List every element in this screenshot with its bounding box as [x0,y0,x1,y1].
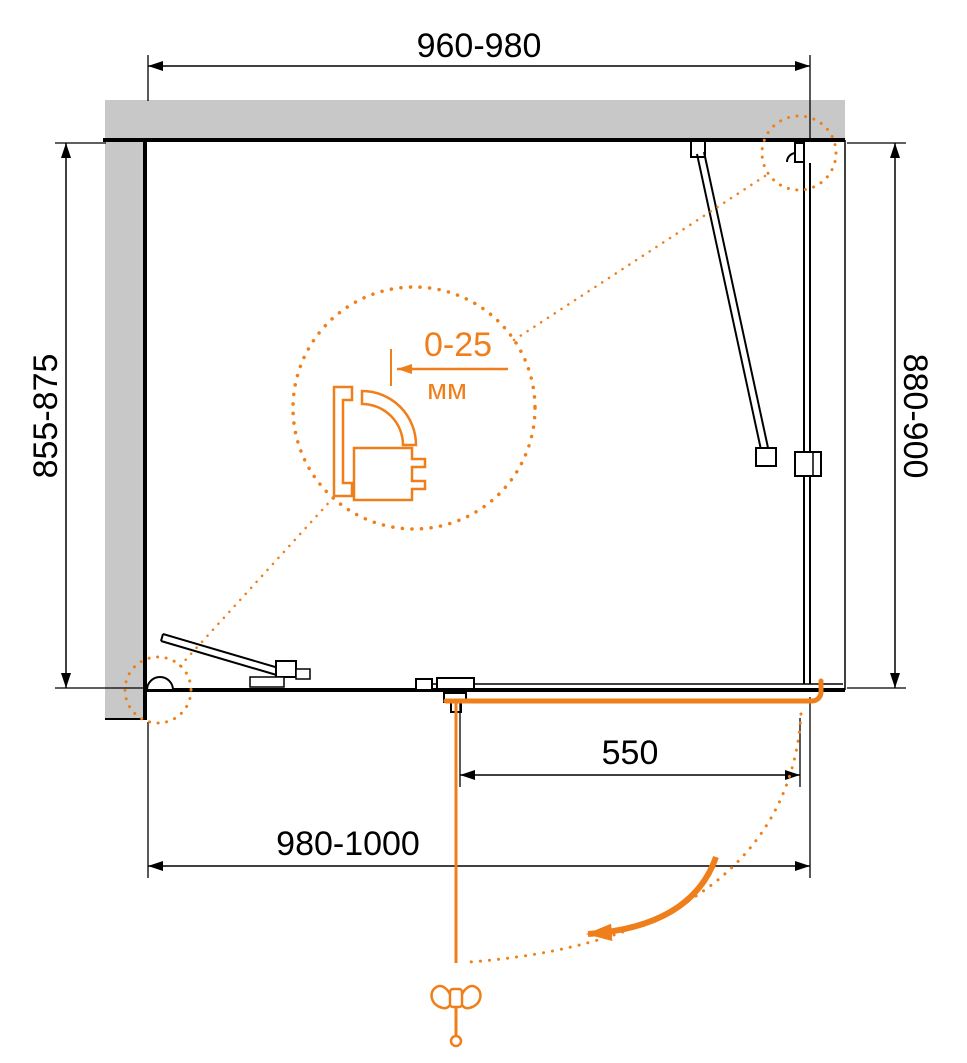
wall-left [105,100,145,720]
wall-top [105,100,845,140]
dimension-door-550: 550 [459,703,801,787]
dimension-top: 960-980 [147,27,811,140]
corner-detail-top-right [786,142,805,163]
callout-leader-bottom-left [178,496,335,668]
door-handle [430,984,482,1048]
door-rail-highlight [443,678,824,704]
door-open-position [430,703,803,1048]
door-closed-position [443,678,824,704]
pivot-assembly [415,677,475,713]
hinge-detail-circle-bottom-left [123,655,193,725]
ajar-bracket [275,660,297,678]
corner-profile-piece [794,142,805,163]
corner-detail-circle-top-right [760,114,838,192]
glass-panel-right [794,163,822,684]
adjustment-annotation: 0-25 мм [397,326,508,406]
dimension-left: 855-875 [27,142,143,689]
handle-right-lobe [458,984,482,1010]
callout-leader-top-right [512,172,770,342]
profile-detail [332,349,427,502]
pivot-hinge-half-disc [145,676,175,691]
pivot-clamp-right [436,677,475,690]
pivot-clamp-left [415,678,433,691]
dim-top-label: 960-980 [417,27,542,65]
handle-knob [449,1034,463,1048]
dimension-bottom: 980-1000 [147,697,811,878]
dim-bottom-label: 980-1000 [276,825,420,863]
diagonal-glass-line-2 [703,151,771,458]
ajar-glass-line-1 [162,633,283,670]
detail-callout: 0-25 мм [123,114,838,725]
detail-circle [291,285,537,531]
door-panel-bottom-left [145,633,311,691]
corner-hook [786,152,797,163]
ajar-glass-cap [160,633,164,642]
handle-left-lobe [430,984,454,1010]
ajar-step-block [295,668,311,680]
adjustment-unit-label: мм [427,374,467,406]
walls [103,100,846,720]
glass-right-bracket [794,451,822,477]
glass-clamp-profile [352,446,427,502]
dim-right-label: 880-900 [896,354,934,479]
door-swing-arrow [585,856,719,941]
ajar-glass-line-2 [160,640,281,677]
ajar-base-block [249,676,285,688]
adjustment-range-label: 0-25 [424,326,492,364]
dim-door-label: 550 [602,734,659,772]
dimension-right: 880-900 [847,142,934,689]
dim-left-label: 855-875 [27,354,65,479]
door-panel-diagonal [690,140,777,467]
handle-center [448,987,464,1009]
diagonal-bottom-cap [755,447,777,467]
profile-quarter-round [360,389,418,447]
diagonal-glass-line-1 [696,153,764,460]
